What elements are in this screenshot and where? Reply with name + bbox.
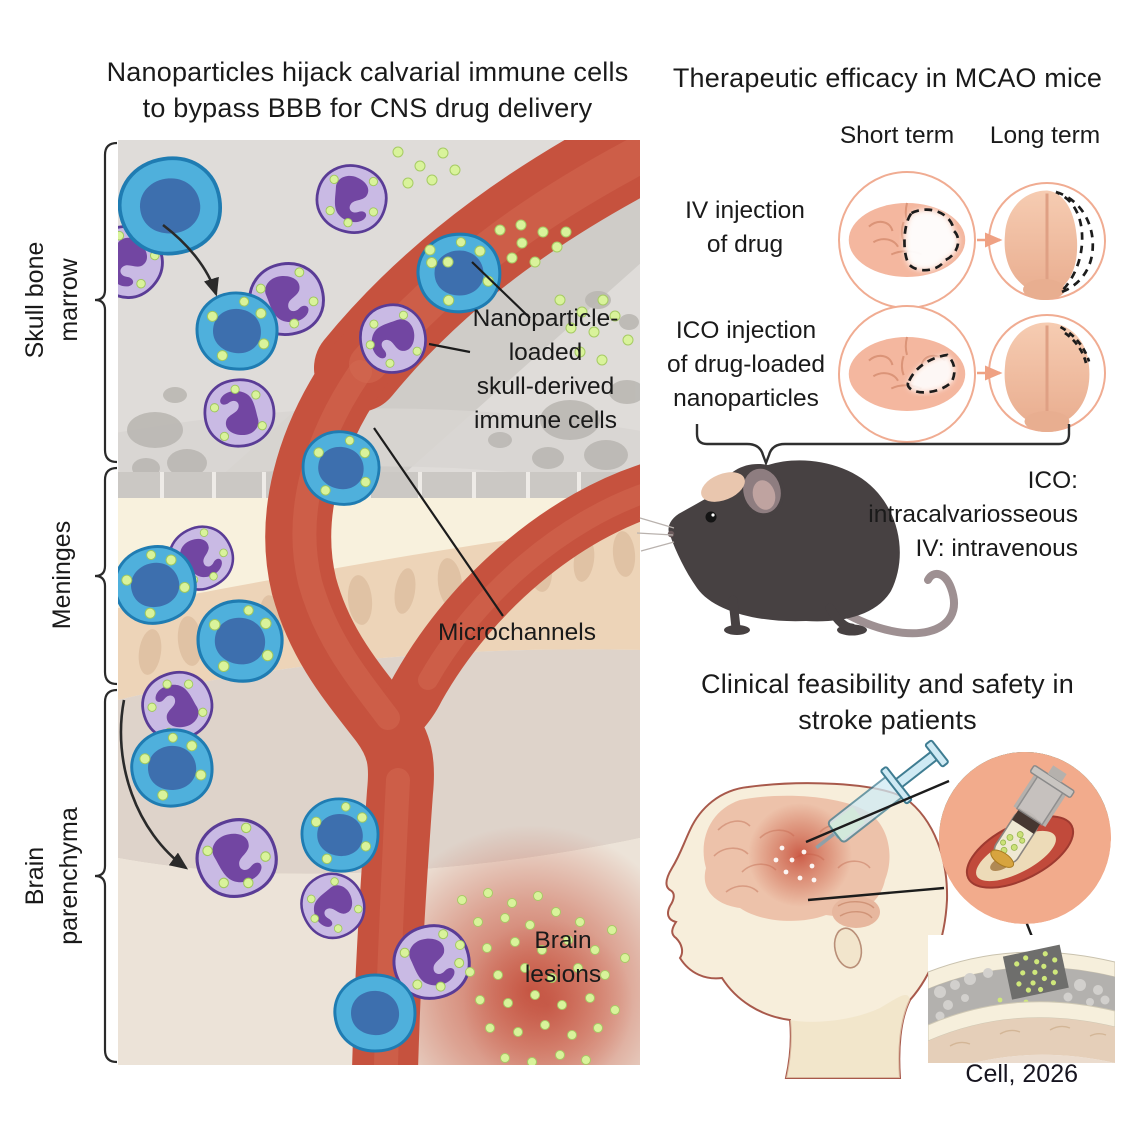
left-title-line1: Nanoparticles hijack calvarial immune ce…: [106, 57, 629, 87]
abbreviations-legend: ICO: intracalvariosseous IV: intravenous: [868, 467, 1078, 562]
mouse-bracket: [695, 424, 1071, 467]
region-label-skull-bone-marrow: Skull bone marrow: [21, 241, 83, 359]
ico-long-term-brain: [1003, 321, 1091, 434]
microchannels-annotation: Microchannels: [438, 619, 596, 646]
patient-head: [665, 782, 949, 1079]
brain-lesion-glow: [365, 825, 640, 1065]
brain-lesions-annotation: Brain lesions: [524, 927, 602, 988]
column-header-long-term: Long term: [989, 122, 1101, 149]
mcao-panel-title: Therapeutic efficacy in MCAO mice: [672, 63, 1103, 93]
row-label-ico-injection: ICO injection of drug-loaded nanoparticl…: [666, 317, 825, 412]
region-label-meninges: Meninges: [48, 520, 76, 630]
region-label-brain-parenchyma: Brain parenchyma: [21, 807, 83, 945]
left-illustration: [118, 140, 640, 1065]
left-panel-title: Nanoparticles hijack calvarial immune ce…: [100, 54, 635, 126]
clinical-panel-title: Clinical feasibility and safety in strok…: [701, 669, 1074, 735]
left-title-line2: to bypass BBB for CNS drug delivery: [142, 93, 593, 123]
iv-long-term-brain: [1004, 190, 1095, 300]
clinical-panel: [665, 739, 1115, 1079]
citation: Cell, 2026: [965, 1060, 1078, 1088]
iv-short-term-brain-slice: [847, 202, 967, 278]
migration-arrows: [119, 223, 219, 870]
ico-short-term-brain-slice: [847, 336, 967, 412]
mcao-panel: [636, 171, 1106, 638]
free-nanoparticles: [392, 146, 634, 1065]
skull-cross-section-strip: [928, 935, 1115, 1063]
column-header-short-term: Short term: [839, 122, 955, 149]
row-label-iv-injection: IV injection of drug: [685, 197, 805, 258]
nanoparticle-cells-annotation: Nanoparticle- loaded skull-derived immun…: [472, 305, 619, 434]
mouse-illustration: [636, 460, 958, 638]
region-braces: [94, 141, 118, 1064]
mcao-arrows: [977, 232, 1003, 381]
pointer-lines: [373, 261, 531, 617]
